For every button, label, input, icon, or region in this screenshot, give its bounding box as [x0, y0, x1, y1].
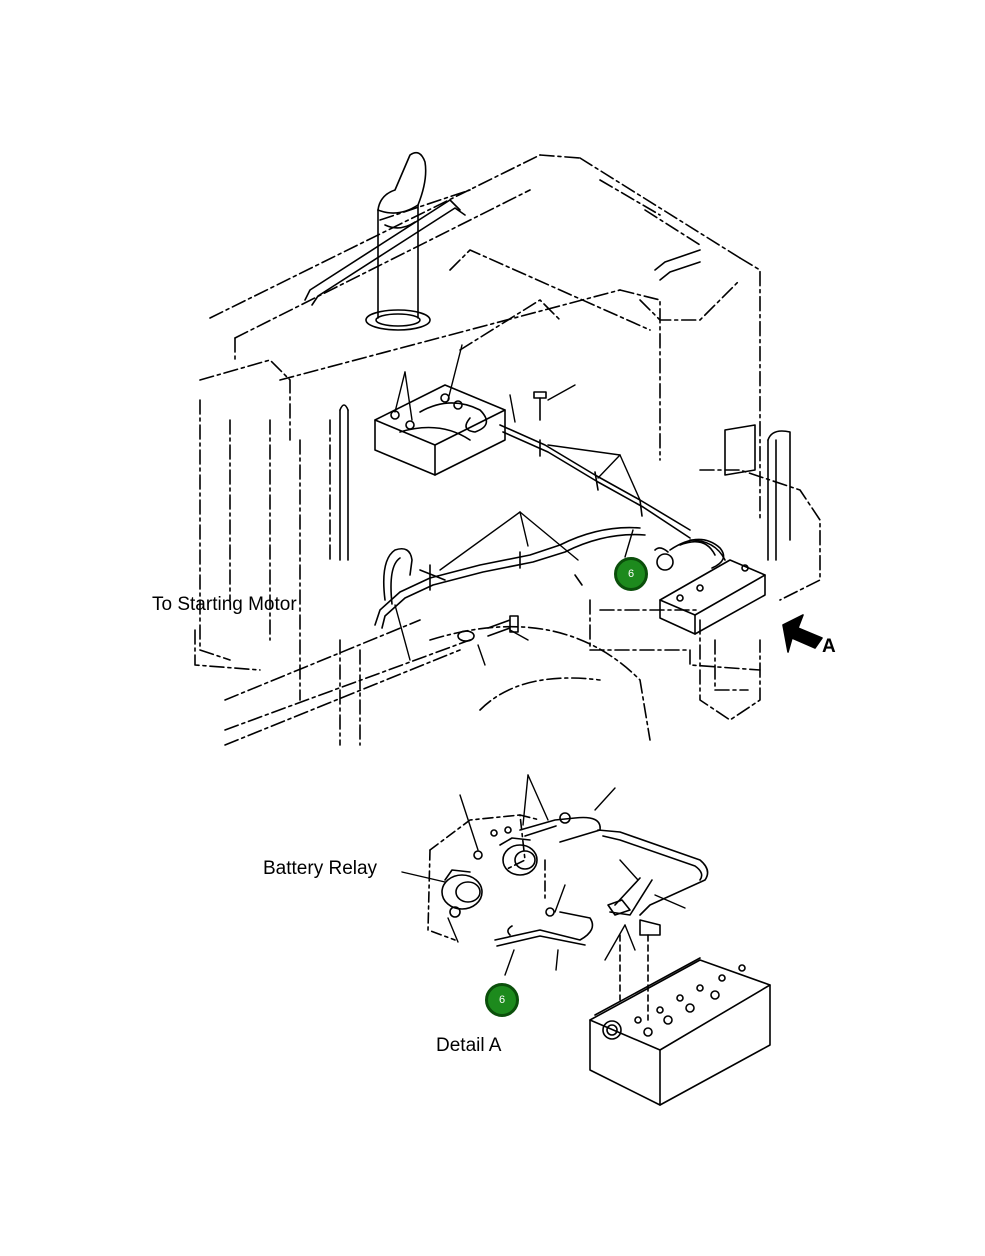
view-arrow: [782, 614, 823, 653]
exhaust-stack: [365, 151, 431, 331]
detail-dashed-links: [619, 934, 649, 1021]
relay-bracket: [427, 814, 546, 941]
detail-a-label: Detail A: [436, 1035, 502, 1056]
right-battery: [654, 424, 766, 635]
callout-marker-lower[interactable]: 6: [485, 983, 519, 1017]
battery-cable: [374, 391, 691, 629]
to-starting-motor-label: To Starting Motor: [152, 594, 297, 615]
fender-outline: [429, 619, 761, 741]
battery-relay: [441, 826, 538, 918]
relay-cables: [494, 812, 709, 947]
leader-lines-upper: [394, 344, 641, 666]
detail-battery: [589, 957, 771, 1106]
battery-relay-label: Battery Relay: [263, 858, 378, 879]
bolt: [487, 615, 519, 637]
callout-marker-upper[interactable]: 6: [614, 557, 648, 591]
engine-hood-outline: [194, 154, 821, 746]
handrail: [304, 199, 791, 561]
washer: [457, 630, 475, 642]
left-battery: [374, 384, 506, 476]
view-arrow-letter: A: [822, 636, 836, 657]
leader-lines-lower: [401, 774, 686, 976]
